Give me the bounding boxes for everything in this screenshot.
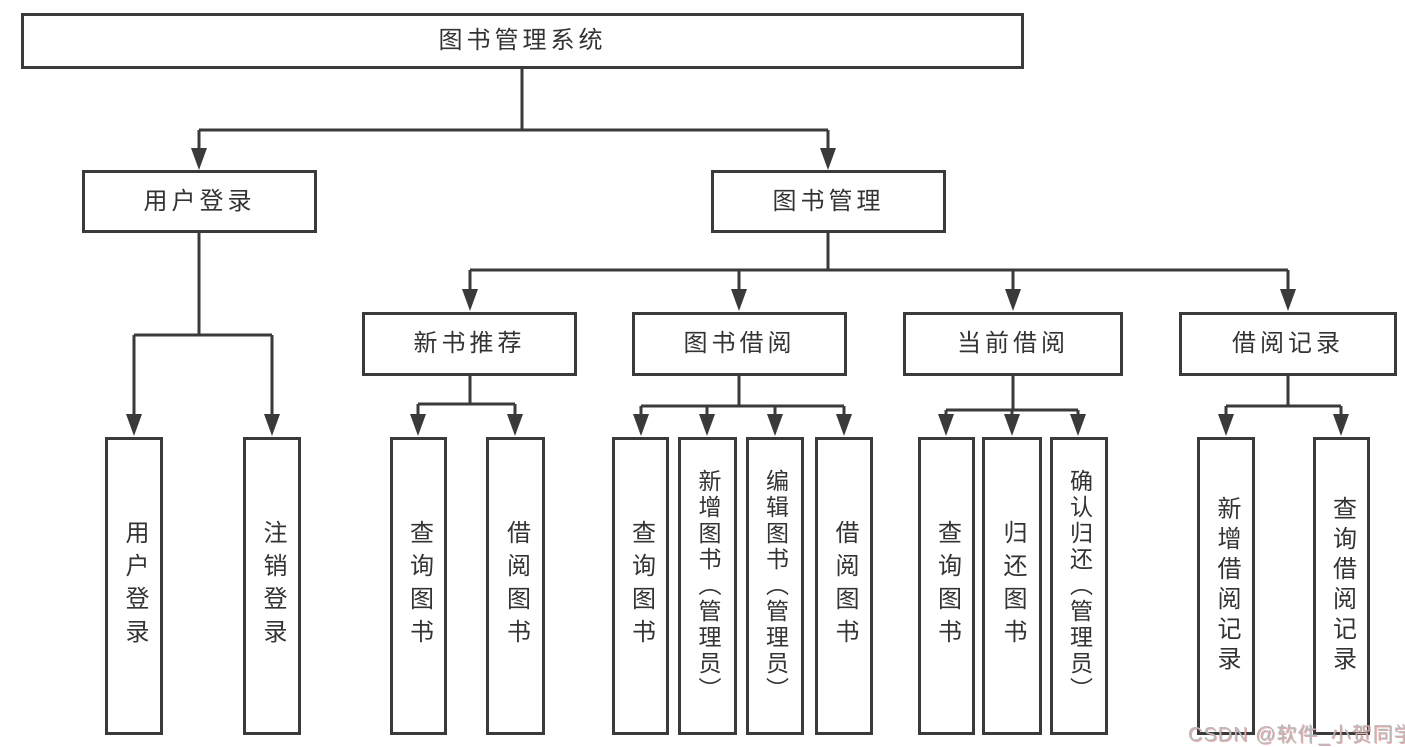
arrow-down-icon xyxy=(126,414,142,436)
node-label: 借阅记录 xyxy=(1232,330,1344,358)
leaf-return-books: 归还图书 xyxy=(982,437,1042,735)
node-label: 新书推荐 xyxy=(413,330,526,358)
node-book-borrow: 图书借阅 xyxy=(632,312,847,376)
node-label: 编辑图书（管理员） xyxy=(762,469,789,703)
node-library-management-system: 图书管理系统 xyxy=(21,13,1024,69)
arrow-down-icon xyxy=(820,148,836,170)
node-label: 借阅图书 xyxy=(502,520,530,652)
node-label: 查询图书 xyxy=(627,520,655,652)
arrow-down-icon xyxy=(1280,289,1296,311)
edge-current-borrow-children xyxy=(944,376,1080,416)
node-borrow-records: 借阅记录 xyxy=(1179,312,1397,376)
node-book-management: 图书管理 xyxy=(711,170,946,233)
node-label: 图书管理系统 xyxy=(438,27,607,55)
node-label: 查询图书 xyxy=(933,520,961,652)
arrow-down-icon xyxy=(507,414,523,436)
arrow-down-icon xyxy=(1005,289,1021,311)
arrow-down-icon xyxy=(191,148,207,170)
node-label: 新增借阅记录 xyxy=(1213,496,1240,676)
node-label: 借阅图书 xyxy=(831,520,858,652)
node-label: 用户登录 xyxy=(143,187,256,215)
arrow-down-icon xyxy=(836,414,852,436)
leaf-edit-books-admin: 编辑图书（管理员） xyxy=(746,437,804,735)
leaf-user-login: 用户登录 xyxy=(105,437,163,735)
leaf-query-books-current: 查询图书 xyxy=(918,437,975,735)
node-label: 查询图书 xyxy=(405,520,433,652)
leaf-confirm-return-admin: 确认归还（管理员） xyxy=(1050,437,1108,735)
arrow-down-icon xyxy=(1218,414,1234,436)
edge-borrow-records-children xyxy=(1224,376,1343,416)
arrow-down-icon xyxy=(699,414,715,436)
arrow-down-icon xyxy=(410,414,426,436)
node-current-borrow: 当前借阅 xyxy=(903,312,1123,376)
edge-new-book-children xyxy=(416,376,517,416)
arrow-down-icon xyxy=(731,289,747,311)
arrow-down-icon xyxy=(938,414,954,436)
node-label: 注销登录 xyxy=(259,520,286,652)
edge-root-to-level2 xyxy=(197,69,830,150)
leaf-query-borrow-record: 查询借阅记录 xyxy=(1313,437,1370,735)
edge-book-management-children xyxy=(468,233,1290,291)
arrow-down-icon xyxy=(1004,414,1020,436)
arrow-down-icon xyxy=(1333,414,1349,436)
arrow-down-icon xyxy=(767,414,783,436)
leaf-logout: 注销登录 xyxy=(243,437,301,735)
node-label: 用户登录 xyxy=(121,520,148,652)
edge-book-borrow-children xyxy=(639,376,846,416)
edge-user-login-children xyxy=(132,233,274,416)
leaf-query-books-recommend: 查询图书 xyxy=(390,437,447,735)
node-new-book-recommend: 新书推荐 xyxy=(362,312,577,376)
arrow-down-icon xyxy=(462,289,478,311)
arrow-down-icon xyxy=(1070,414,1086,436)
leaf-borrow-books-recommend: 借阅图书 xyxy=(486,437,545,735)
node-label: 确认归还（管理员） xyxy=(1066,469,1093,703)
node-label: 新增图书（管理员） xyxy=(695,469,721,703)
leaf-add-borrow-record: 新增借阅记录 xyxy=(1197,437,1255,735)
node-label: 图书管理 xyxy=(772,187,885,215)
leaf-add-books-admin: 新增图书（管理员） xyxy=(678,437,737,735)
node-label: 图书借阅 xyxy=(683,330,796,358)
csdn-watermark: CSDN @软件_小贺同学 xyxy=(1188,724,1405,746)
arrow-down-icon xyxy=(633,414,649,436)
arrow-down-icon xyxy=(264,414,280,436)
node-label: 当前借阅 xyxy=(957,330,1069,358)
node-user-login: 用户登录 xyxy=(82,170,317,233)
leaf-query-books-borrow: 查询图书 xyxy=(612,437,669,735)
node-label: 归还图书 xyxy=(999,520,1026,652)
leaf-borrow-books: 借阅图书 xyxy=(815,437,873,735)
node-label: 查询借阅记录 xyxy=(1328,496,1356,676)
